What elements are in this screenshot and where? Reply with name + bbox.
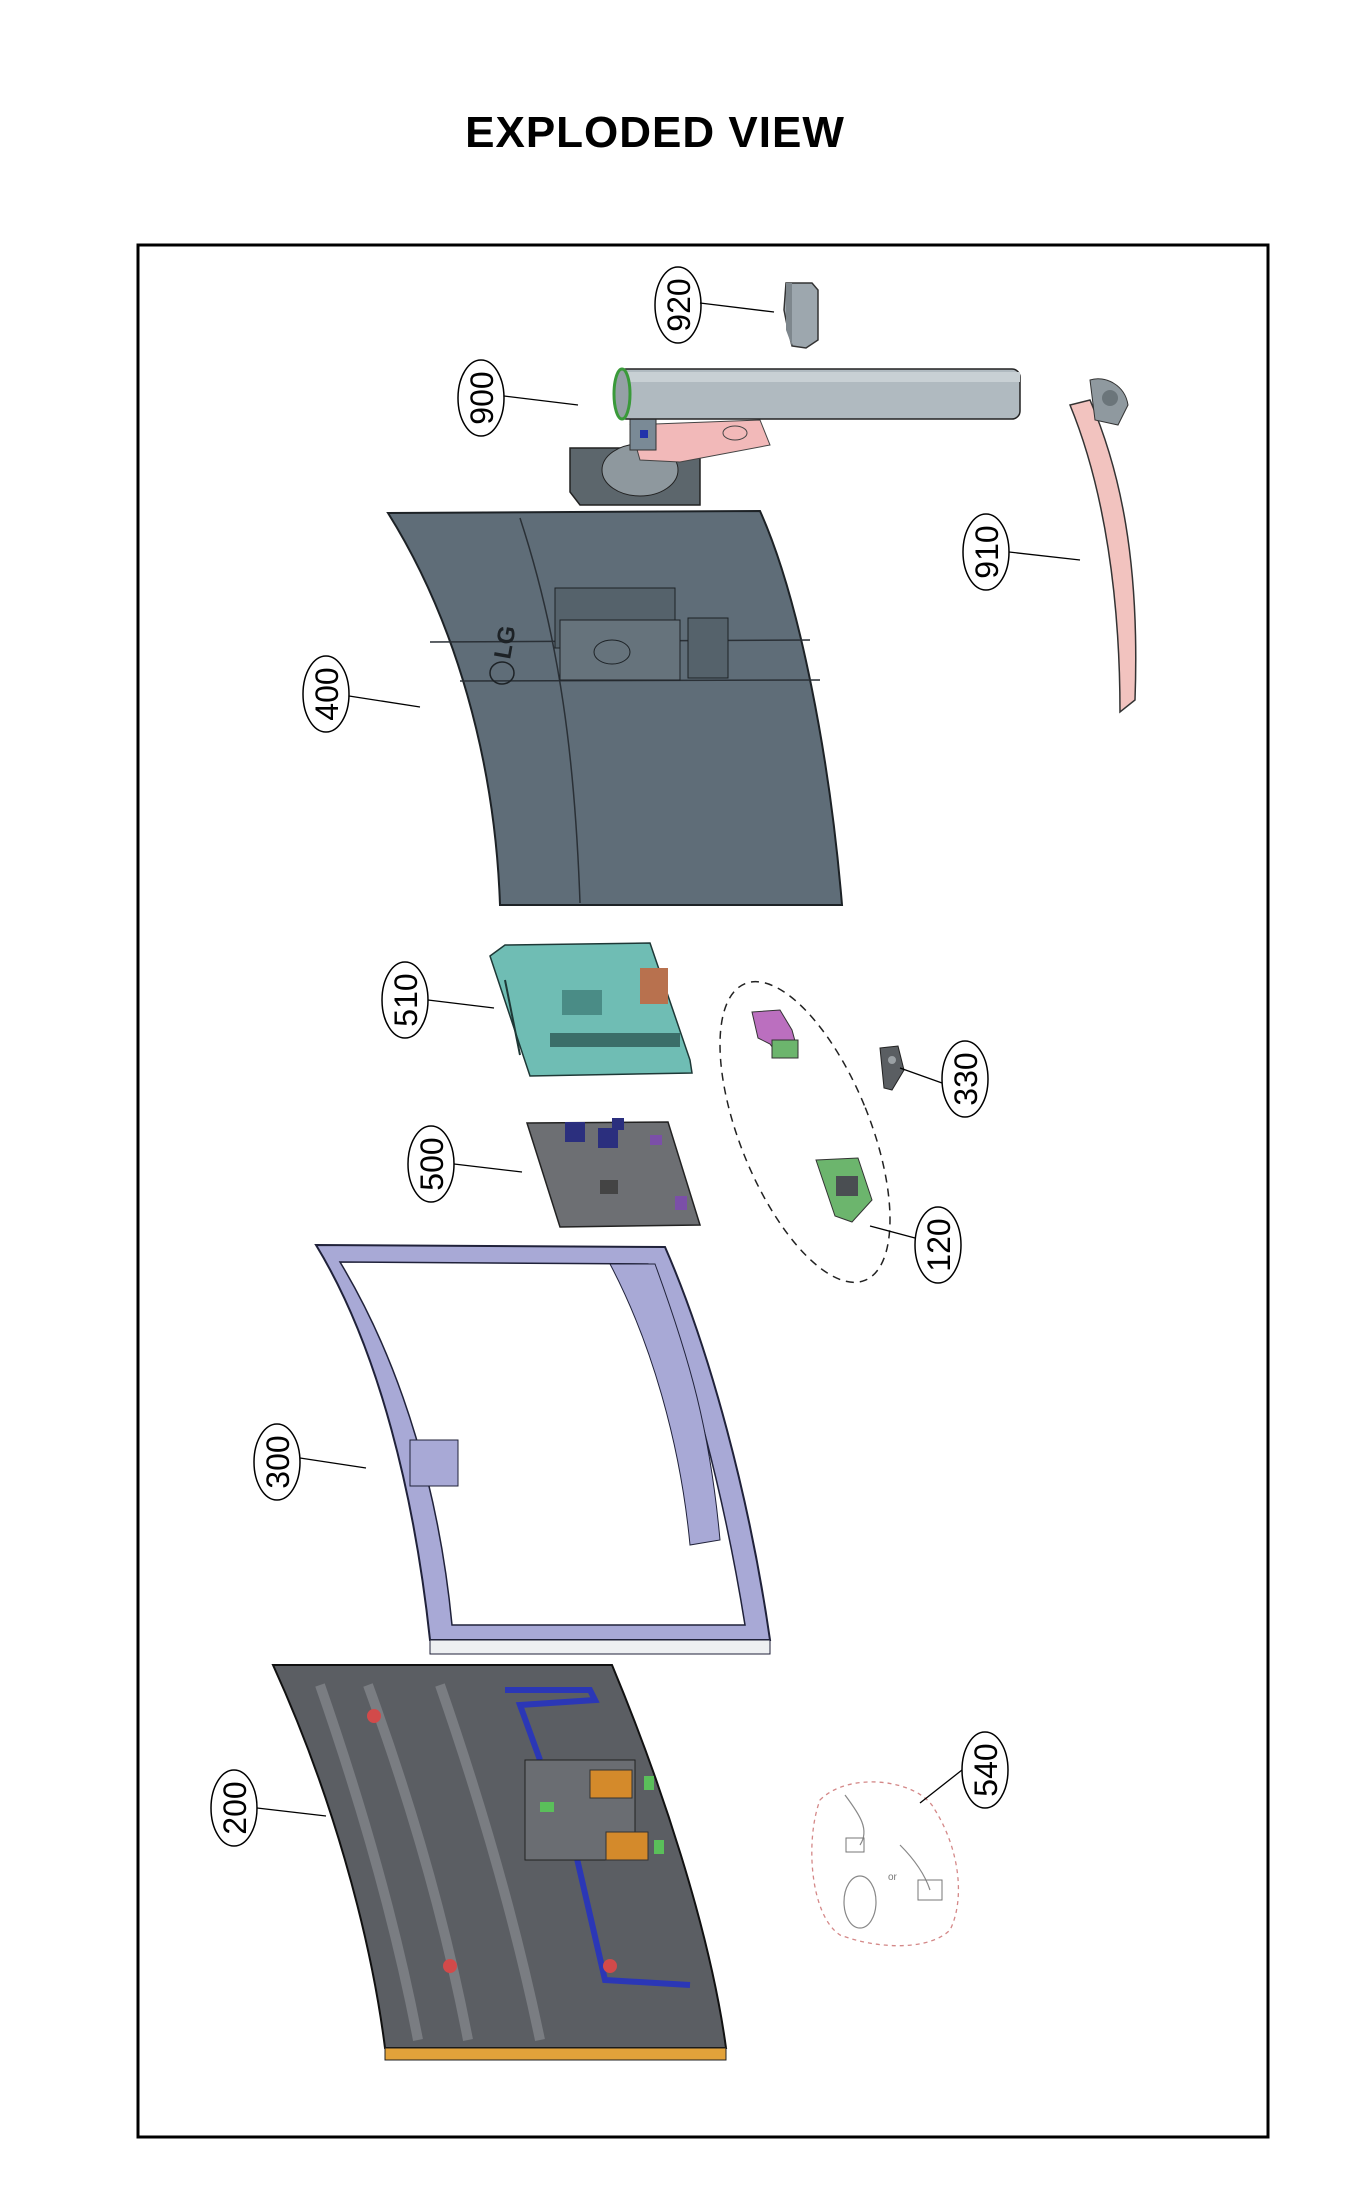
part-120-speaker [815, 1157, 873, 1223]
label-540: 540 [968, 1743, 1004, 1796]
label-510: 510 [388, 973, 424, 1026]
part-330-connector [879, 1045, 905, 1091]
part-920-stand-cap [783, 282, 819, 349]
part-400-back-cover: LG [386, 509, 844, 906]
callout-510: 510 [381, 961, 495, 1039]
part-910-stand-base [1068, 378, 1137, 714]
callout-300: 300 [253, 1423, 367, 1501]
label-900: 900 [464, 371, 500, 424]
part-510-main-board [489, 942, 693, 1077]
part-speaker-purple [751, 1009, 799, 1059]
callout-540: 540 [919, 1731, 1009, 1809]
callout-200: 200 [210, 1769, 327, 1847]
callout-120: 120 [869, 1206, 962, 1284]
lg-logo: LG [489, 624, 521, 662]
label-330: 330 [948, 1052, 984, 1105]
callout-920: 920 [654, 266, 775, 344]
label-300: 300 [260, 1435, 296, 1488]
diagram-border [136, 243, 1270, 2139]
part-540-accessories: or [811, 1781, 959, 1947]
callout-910: 910 [962, 513, 1081, 591]
label-200: 200 [217, 1781, 253, 1834]
svg-text:or: or [888, 1872, 898, 1883]
callout-330: 330 [899, 1040, 989, 1118]
speaker-group-outline [719, 980, 891, 1284]
part-200-panel [271, 1664, 728, 2061]
callout-400: 400 [302, 655, 421, 733]
callout-900: 900 [457, 359, 579, 437]
part-900-stand-body [569, 367, 1021, 506]
label-500: 500 [414, 1137, 450, 1190]
page-title: EXPLODED VIEW [465, 108, 845, 157]
part-300-middle-frame [314, 1243, 772, 1655]
part-500-power-board [525, 1118, 702, 1228]
label-400: 400 [309, 667, 345, 720]
label-120: 120 [921, 1218, 957, 1271]
label-920: 920 [661, 278, 697, 331]
callout-500: 500 [407, 1125, 523, 1203]
label-910: 910 [969, 525, 1005, 578]
